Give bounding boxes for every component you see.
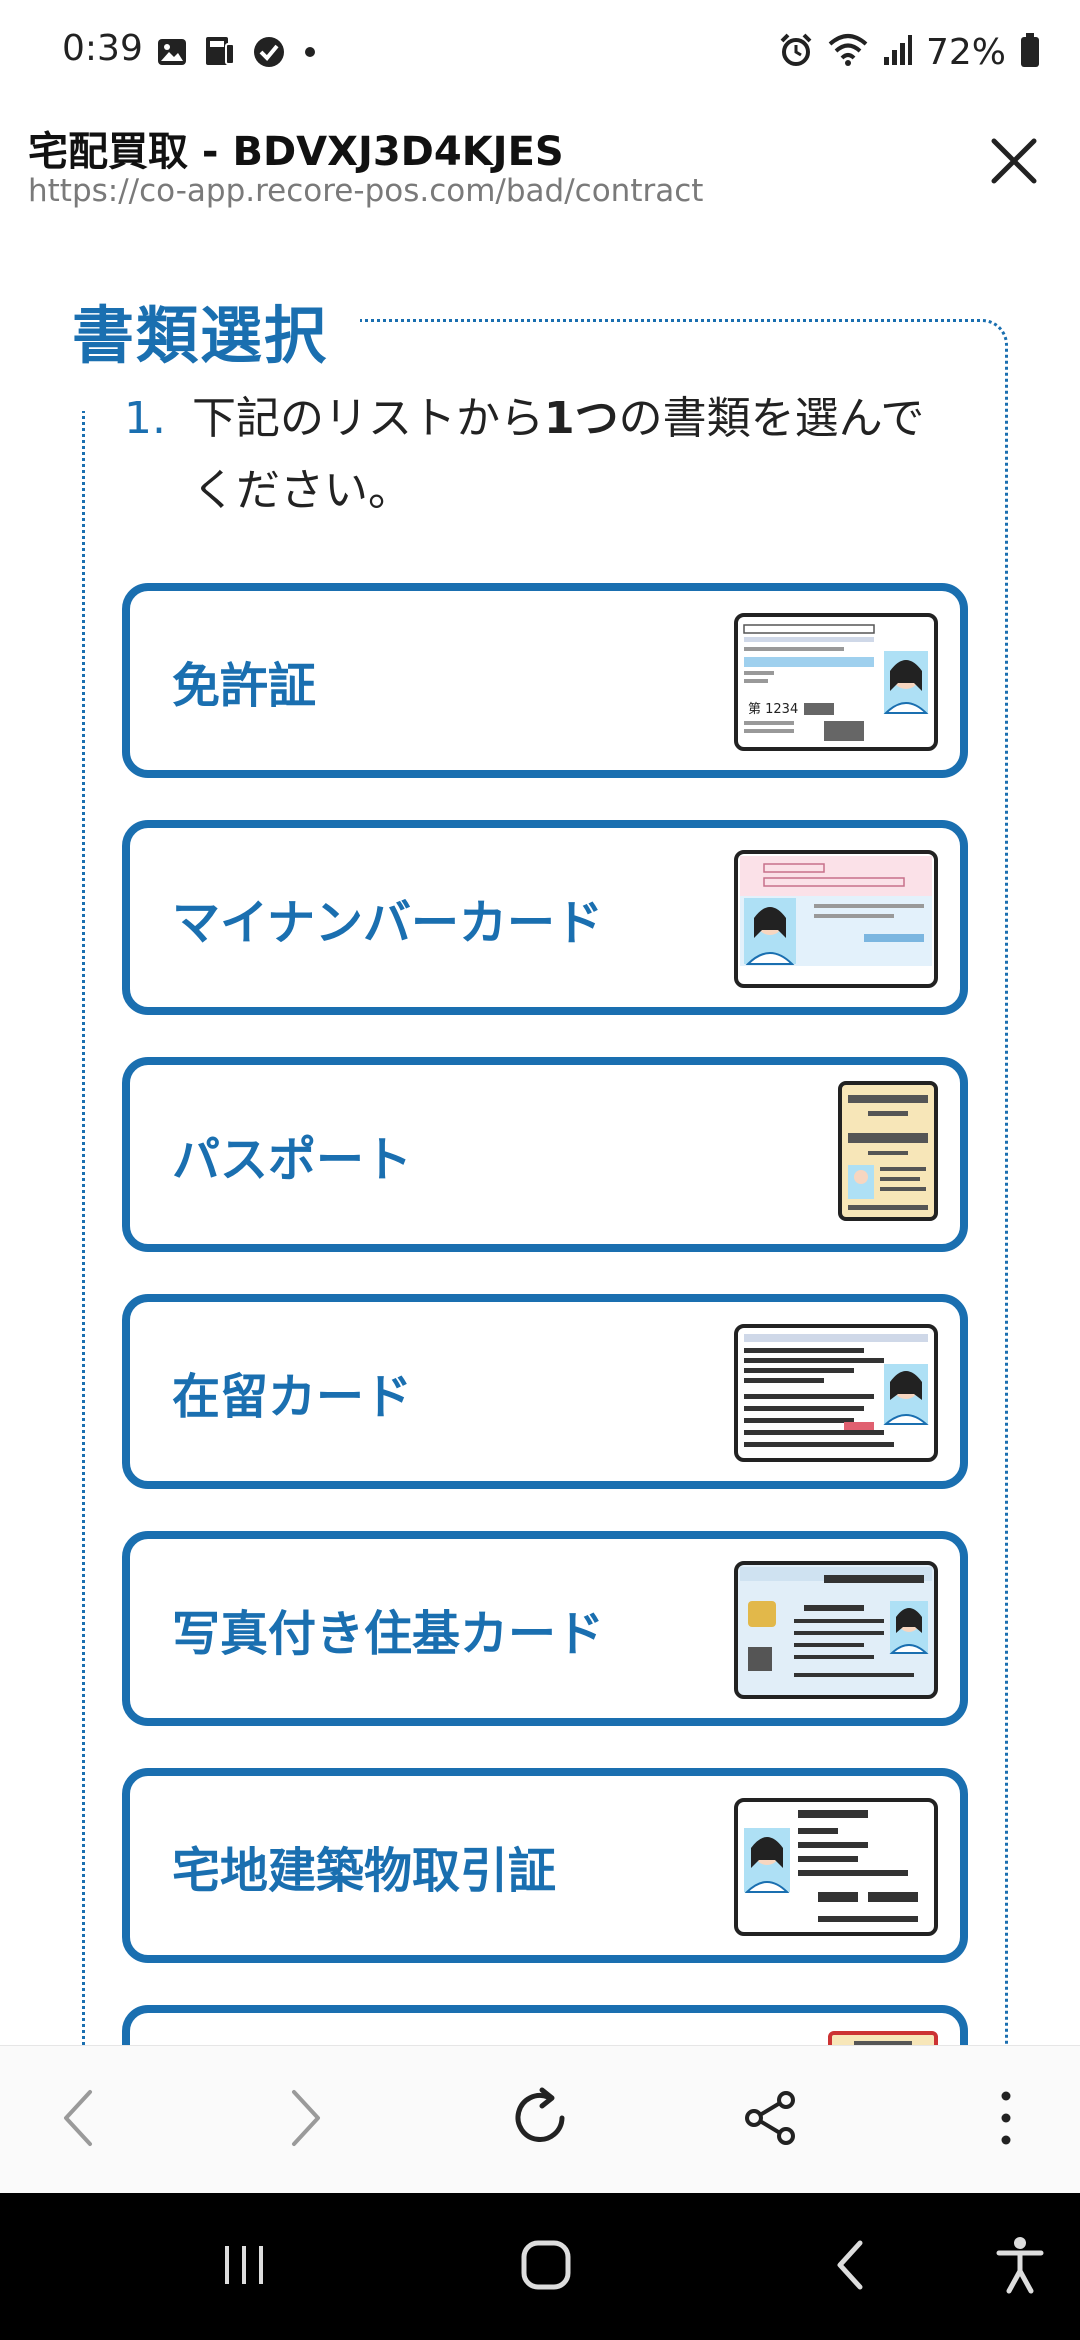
back-button[interactable] [38, 2080, 118, 2160]
document-label: パスポート [172, 1131, 413, 1188]
status-notification-icons [156, 34, 320, 74]
status-bar: 0:39 72% [0, 0, 1080, 105]
my-number-card-icon [734, 850, 938, 992]
recent-apps-button[interactable] [202, 2225, 286, 2309]
residence-card-icon [734, 1324, 938, 1466]
document-list: 免許証 第 1234 [122, 583, 968, 2045]
svg-text:第 1234: 第 1234 [748, 702, 798, 717]
document-label: 在留カード [172, 1368, 413, 1425]
document-option-passport[interactable]: パスポート [122, 1057, 968, 1252]
nav-back-icon [830, 2237, 870, 2297]
section-heading: 書類選択 [72, 299, 329, 372]
accessibility-icon [995, 2235, 1045, 2299]
document-option-residence-card[interactable]: 在留カード [122, 1294, 968, 1489]
recent-apps-icon [219, 2240, 269, 2294]
close-icon [988, 135, 1040, 191]
share-icon [740, 2088, 800, 2152]
document-label: 宅地建築物取引証 [172, 1842, 557, 1899]
system-nav-bar [0, 2193, 1080, 2340]
instruction-text: 下記のリストから1つの書類を選んでください。 [192, 383, 964, 527]
page-content: 書類選択 1. 下記のリストから1つの書類を選んでください。 免許証 第 123… [0, 225, 1080, 2045]
status-time: 0:39 [62, 28, 143, 69]
document-label: 写真付き住基カード [172, 1605, 605, 1662]
document-option-my-number-card[interactable]: マイナンバーカード [122, 820, 968, 1015]
juki-card-icon [734, 1561, 938, 1703]
gallery-icon [156, 36, 188, 72]
refresh-button[interactable] [500, 2080, 580, 2160]
url-text[interactable]: https://co-app.recore-pos.com/bad/contra… [28, 173, 704, 209]
instruction: 1. 下記のリストから1つの書類を選んでください。 [124, 383, 964, 527]
cast-icon [202, 34, 238, 74]
document-option-drivers-license[interactable]: 免許証 第 1234 [122, 583, 968, 778]
page-title: 宅配買取 - BDVXJ3D4KJES [28, 129, 564, 175]
battery-icon [1020, 32, 1040, 72]
forward-button[interactable] [266, 2080, 346, 2160]
instruction-text-after: の書類を選んでください。 [192, 393, 925, 516]
close-button[interactable] [978, 127, 1050, 199]
passport-icon [838, 1081, 938, 1225]
instruction-number: 1. [124, 393, 166, 444]
real-estate-license-card-icon [734, 1798, 938, 1940]
refresh-icon [508, 2086, 572, 2154]
more-icon [996, 2088, 1016, 2152]
document-label: 免許証 [172, 657, 317, 714]
nav-back-button[interactable] [808, 2225, 892, 2309]
document-option-real-estate-license[interactable]: 宅地建築物取引証 [122, 1768, 968, 1963]
instruction-text-bold: 1つ [544, 393, 619, 444]
accessibility-button[interactable] [978, 2225, 1062, 2309]
section-frame [82, 319, 1008, 2045]
home-icon [518, 2237, 574, 2297]
forward-icon [286, 2088, 326, 2152]
alarm-icon [778, 32, 814, 72]
battery-percentage: 72% [925, 31, 1006, 73]
heading-background [72, 305, 360, 345]
document-label: マイナンバーカード [172, 894, 604, 951]
document-option-7[interactable] [122, 2005, 968, 2045]
signal-icon [882, 33, 912, 71]
document-option-juki-card[interactable]: 写真付き住基カード [122, 1531, 968, 1726]
more-button[interactable] [966, 2080, 1046, 2160]
browser-header: 宅配買取 - BDVXJ3D4KJES https://co-app.recor… [0, 105, 1080, 225]
home-button[interactable] [504, 2225, 588, 2309]
status-system-icons: 72% [778, 30, 1040, 74]
dot-icon [300, 42, 320, 66]
drivers-license-card-icon: 第 1234 [734, 613, 938, 755]
instruction-text-before: 下記のリストから [192, 393, 544, 444]
share-button[interactable] [730, 2080, 810, 2160]
wifi-icon [828, 32, 868, 72]
frame-gap [78, 313, 92, 411]
document-card-icon [828, 2031, 938, 2045]
check-circle-icon [252, 35, 286, 73]
back-icon [58, 2088, 98, 2152]
browser-toolbar [0, 2045, 1080, 2193]
